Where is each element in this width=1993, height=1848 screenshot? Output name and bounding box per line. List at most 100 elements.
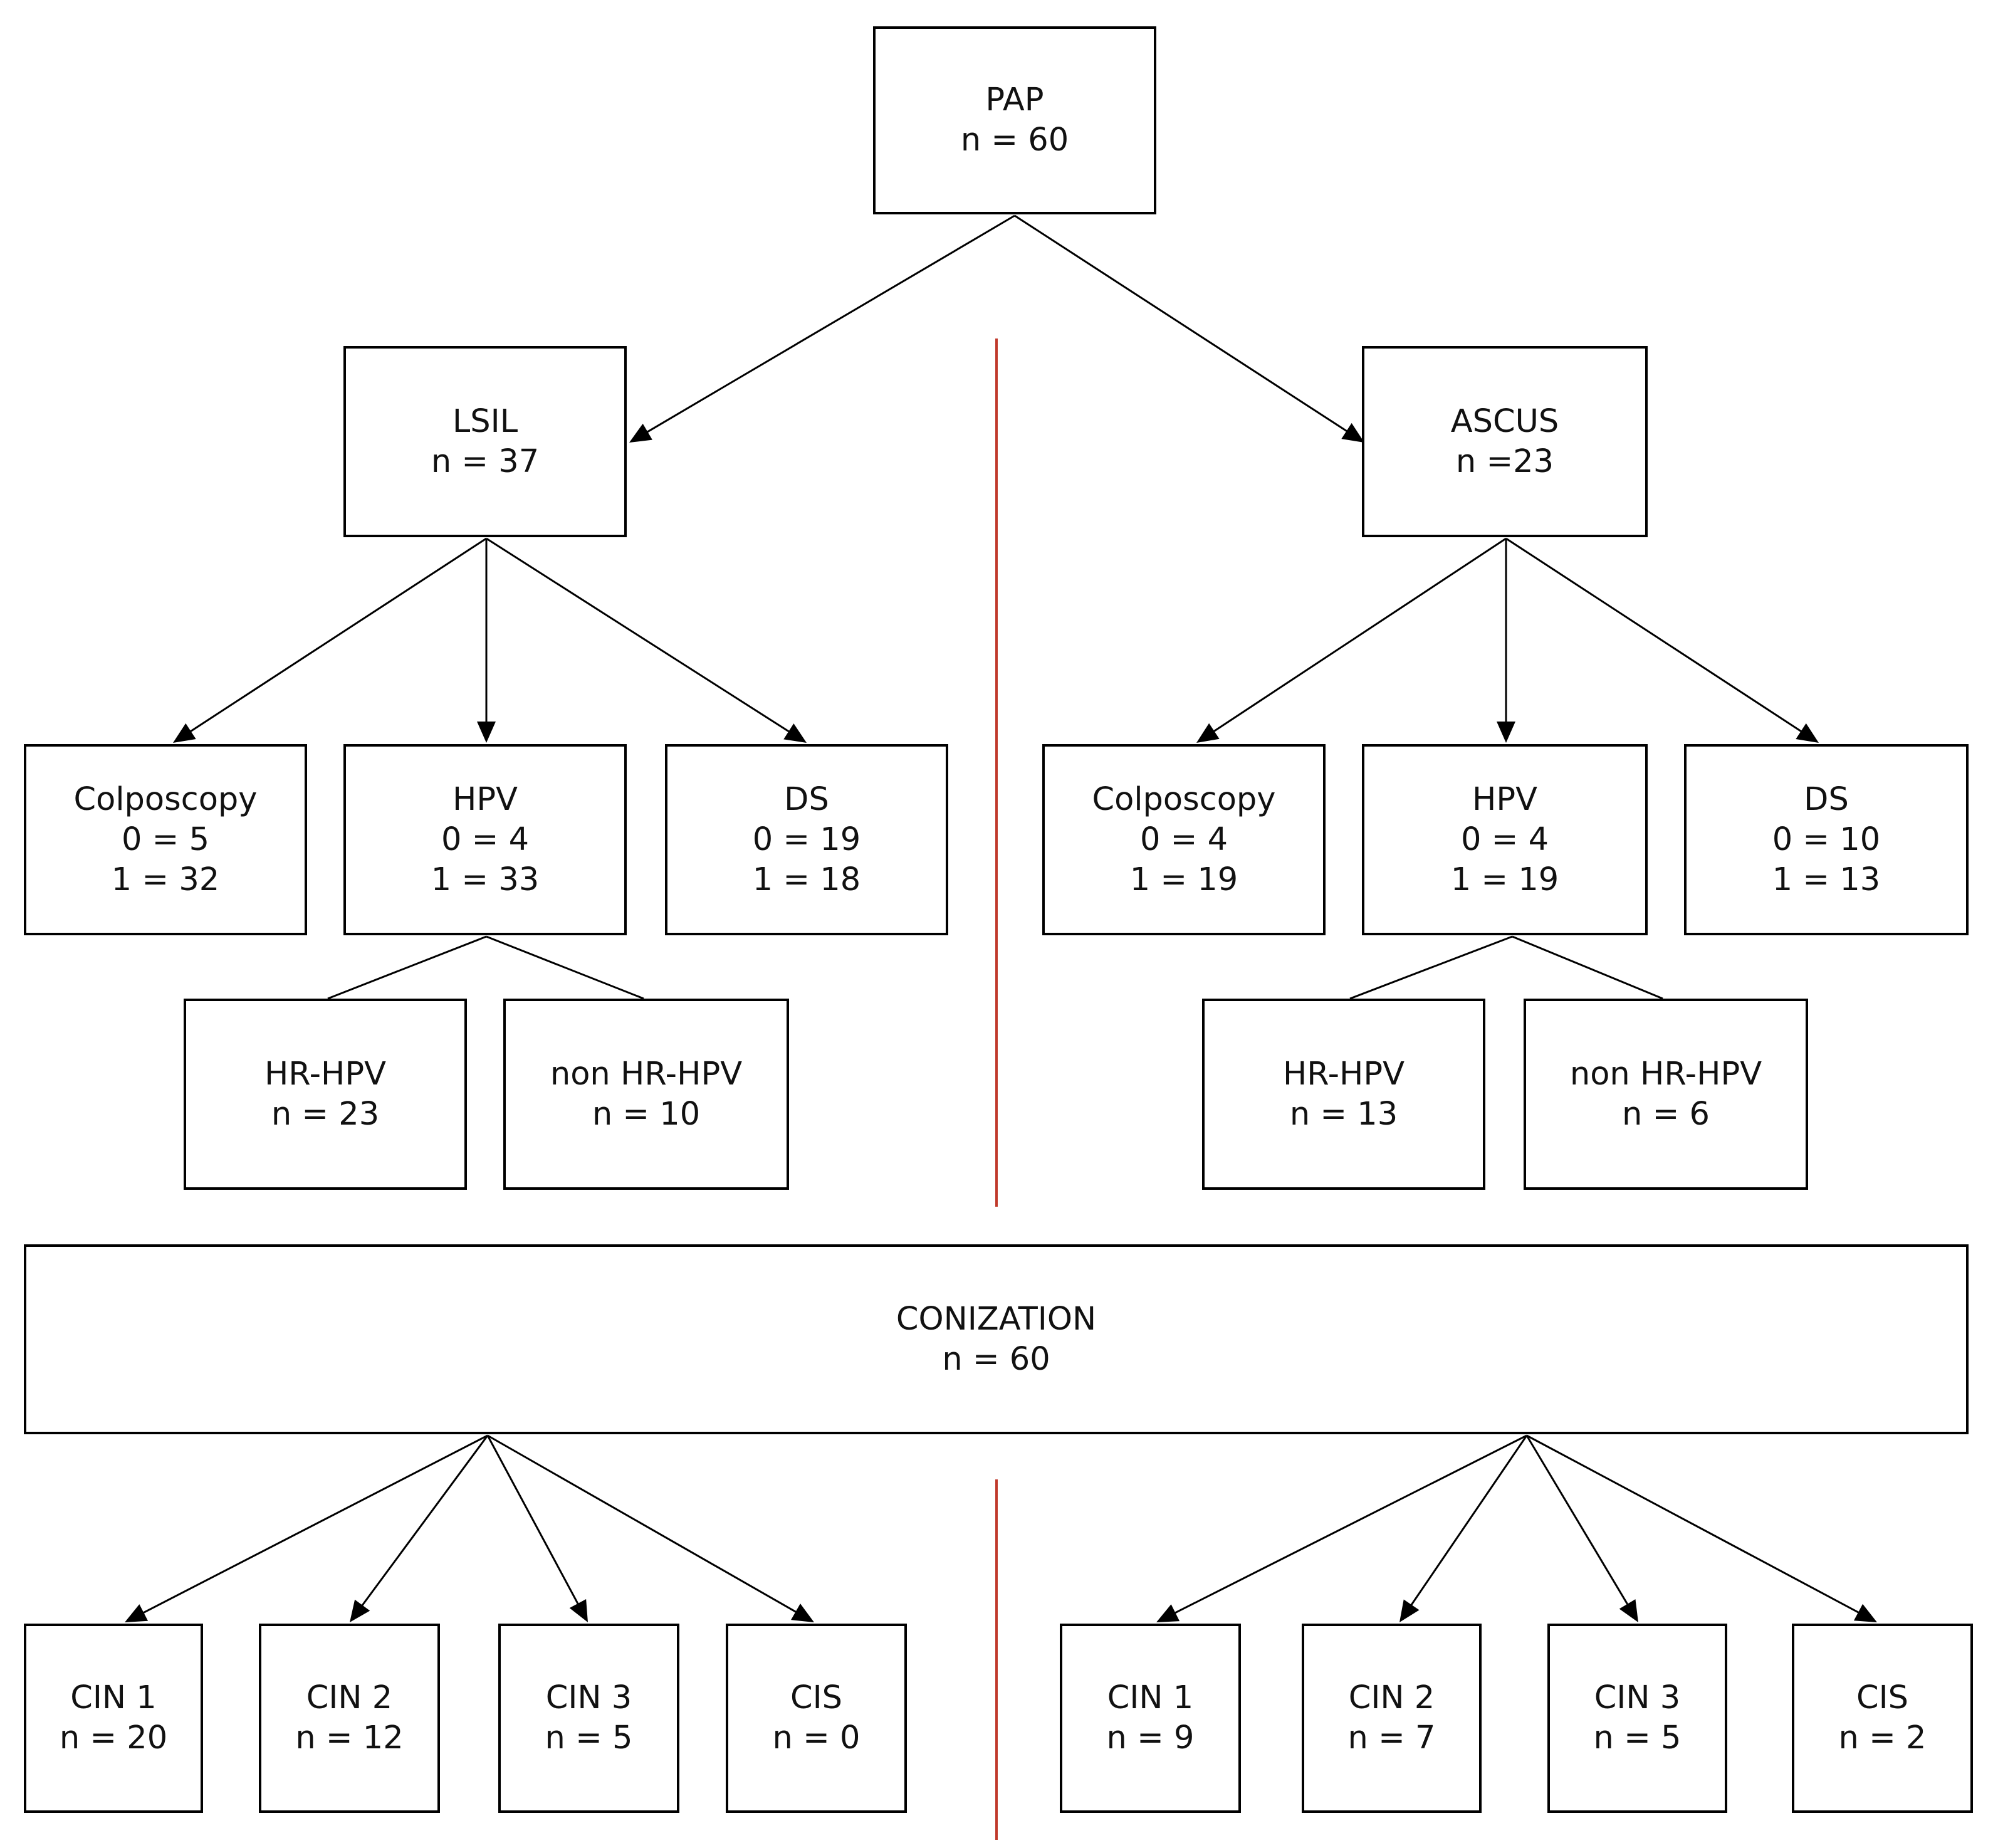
edge-ascus-ds-arrowhead	[1796, 723, 1819, 743]
node-ascus-non-hr-hpv: non HR-HPV n = 6	[1524, 999, 1808, 1190]
node-title: CIN 1	[70, 1679, 157, 1716]
node-title: PAP	[985, 81, 1044, 118]
node-title: non HR-HPV	[550, 1055, 743, 1093]
node-value-1: 1 = 33	[431, 861, 540, 898]
edge-con-lsil-cin3	[486, 1435, 583, 1612]
edge-con-ascus-cis	[1526, 1434, 1866, 1617]
node-count: n = 20	[59, 1719, 168, 1756]
node-value-1: 1 = 19	[1129, 861, 1238, 898]
node-value-1: 1 = 19	[1450, 861, 1559, 898]
node-title: CIN 1	[1107, 1679, 1194, 1716]
node-count: n = 6	[1622, 1095, 1710, 1133]
node-value-0: 0 = 4	[1139, 821, 1228, 858]
node-title: CIS	[790, 1679, 843, 1716]
node-count: n = 13	[1289, 1095, 1398, 1133]
node-title: DS	[1804, 780, 1849, 818]
node-title: Colposcopy	[1092, 780, 1276, 818]
node-count: n = 5	[545, 1719, 633, 1756]
node-ascus-cin1: CIN 1 n = 9	[1060, 1624, 1241, 1813]
node-title: HR-HPV	[264, 1055, 387, 1093]
node-title: HR-HPV	[1282, 1055, 1405, 1093]
node-lsil-hpv: HPV 0 = 4 1 = 33	[343, 744, 627, 935]
node-lsil-cin3: CIN 3 n = 5	[498, 1624, 679, 1813]
edge-pap-ascus	[1014, 214, 1354, 437]
edge-lsil-ds-arrowhead	[783, 723, 807, 743]
edge-con-lsil-cis-arrowhead	[791, 1604, 814, 1622]
node-count: n =23	[1455, 443, 1554, 480]
edge-con-ascus-cin2-arrowhead	[1399, 1599, 1420, 1622]
edge-lsil-hpv-arrowhead	[477, 722, 496, 743]
node-count: n = 2	[1838, 1719, 1927, 1756]
edge-con-ascus-cin1-arrowhead	[1156, 1604, 1180, 1622]
node-value-1: 1 = 18	[752, 861, 861, 898]
edge-ascus-hpv-nonhr	[1512, 935, 1663, 1000]
node-title: DS	[784, 780, 829, 818]
node-ascus-cis: CIS n = 2	[1792, 1624, 1973, 1813]
node-title: CIN 2	[1348, 1679, 1435, 1716]
edge-ascus-ds	[1505, 537, 1809, 737]
node-lsil-non-hr-hpv: non HR-HPV n = 10	[503, 999, 789, 1190]
node-ascus-cin2: CIN 2 n = 7	[1302, 1624, 1482, 1813]
node-count: n = 9	[1106, 1719, 1195, 1756]
edge-lsil-hpv-hr	[327, 935, 487, 1000]
edge-pap-lsil	[639, 214, 1015, 437]
node-title: HPV	[452, 780, 518, 818]
edge-lsil-hpv-nonhr	[486, 935, 644, 1000]
node-ascus-colposcopy: Colposcopy 0 = 4 1 = 19	[1042, 744, 1326, 935]
node-ascus: ASCUS n =23	[1362, 346, 1648, 537]
node-value-0: 0 = 4	[441, 821, 530, 858]
node-title: CIN 3	[1594, 1679, 1681, 1716]
node-pap: PAP n = 60	[873, 26, 1156, 214]
node-count: n = 5	[1593, 1719, 1682, 1756]
node-count: n = 23	[271, 1095, 380, 1133]
node-count: n = 7	[1347, 1719, 1436, 1756]
edge-lsil-colposcopy	[183, 537, 487, 737]
node-lsil-ds: DS 0 = 19 1 = 18	[665, 744, 948, 935]
node-value-1: 1 = 13	[1772, 861, 1881, 898]
node-lsil-colposcopy: Colposcopy 0 = 5 1 = 32	[24, 744, 307, 935]
node-title: CIS	[1856, 1679, 1909, 1716]
node-value-0: 0 = 4	[1460, 821, 1549, 858]
node-conization: CONIZATION n = 60	[24, 1244, 1969, 1434]
edge-con-lsil-cin2-arrowhead	[350, 1599, 370, 1622]
node-value-0: 0 = 5	[121, 821, 210, 858]
node-ascus-hpv: HPV 0 = 4 1 = 19	[1362, 744, 1648, 935]
node-value-0: 0 = 10	[1772, 821, 1881, 858]
edge-con-ascus-cin3	[1525, 1435, 1633, 1612]
node-title: non HR-HPV	[1569, 1055, 1762, 1093]
edge-lsil-colposcopy-arrowhead	[173, 723, 196, 743]
edge-ascus-colposcopy-arrowhead	[1196, 723, 1220, 743]
edge-ascus-colposcopy	[1206, 537, 1507, 737]
node-count: n = 12	[295, 1719, 404, 1756]
edge-ascus-hpv-arrowhead	[1497, 722, 1515, 743]
edge-con-ascus-cis-arrowhead	[1853, 1604, 1877, 1622]
edge-con-lsil-cin1-arrowhead	[125, 1604, 149, 1622]
node-lsil-cis: CIS n = 0	[726, 1624, 907, 1813]
node-ascus-ds: DS 0 = 10 1 = 13	[1684, 744, 1969, 935]
node-count: n = 0	[772, 1719, 860, 1756]
node-value-0: 0 = 19	[752, 821, 861, 858]
node-count: n = 60	[942, 1340, 1050, 1378]
node-count: n = 10	[592, 1095, 701, 1133]
node-title: HPV	[1472, 780, 1537, 818]
edge-con-lsil-cis	[487, 1434, 804, 1617]
node-title: CONIZATION	[896, 1300, 1097, 1338]
edge-lsil-ds	[486, 537, 797, 737]
edge-con-lsil-cin3-arrowhead	[569, 1599, 588, 1622]
node-lsil-cin1: CIN 1 n = 20	[24, 1624, 203, 1813]
edge-con-lsil-cin1	[135, 1434, 488, 1617]
node-lsil-cin2: CIN 2 n = 12	[259, 1624, 440, 1813]
edge-con-ascus-cin3-arrowhead	[1619, 1599, 1638, 1622]
node-value-1: 1 = 32	[111, 861, 220, 898]
node-title: Colposcopy	[73, 780, 258, 818]
node-count: n = 37	[431, 443, 540, 480]
node-title: CIN 2	[306, 1679, 393, 1716]
node-ascus-cin3: CIN 3 n = 5	[1547, 1624, 1727, 1813]
edge-pap-ascus-arrowhead	[1341, 423, 1364, 443]
node-ascus-hr-hpv: HR-HPV n = 13	[1202, 999, 1485, 1190]
node-lsil-hr-hpv: HR-HPV n = 23	[184, 999, 467, 1190]
node-title: CIN 3	[545, 1679, 632, 1716]
edge-pap-lsil-arrowhead	[629, 423, 652, 443]
